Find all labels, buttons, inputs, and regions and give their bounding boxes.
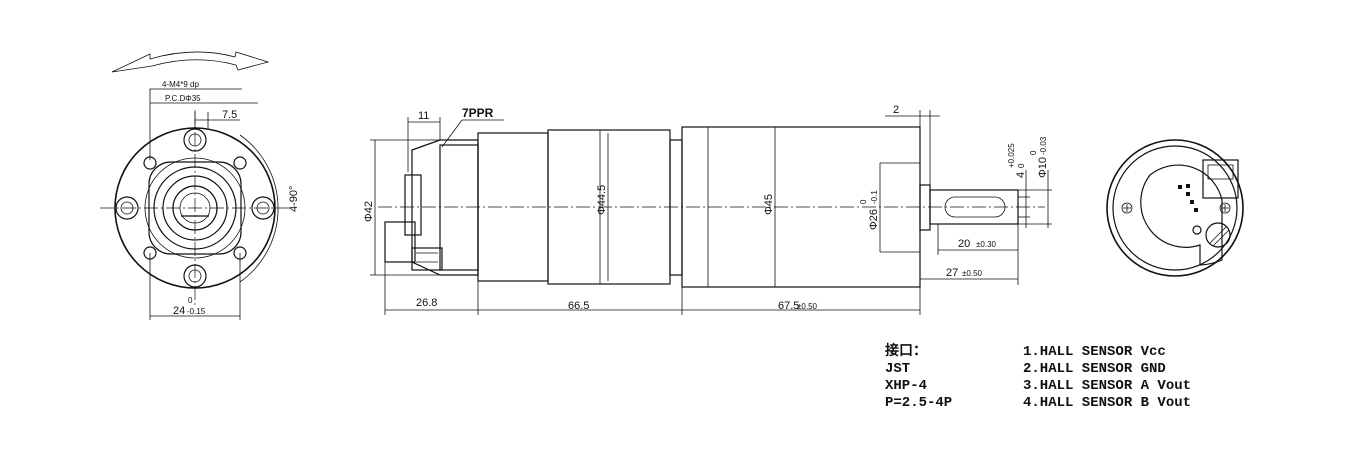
dim-67-5-tol: ±0.50	[797, 302, 818, 311]
dia-44-5: Φ44.5	[596, 185, 608, 215]
dim-26-8: 26.8	[416, 297, 437, 309]
width-tol-upper: 0	[188, 296, 193, 305]
legend-right-line: 4.HALL SENSOR B Vout	[1023, 395, 1192, 411]
angle-arc	[239, 134, 279, 283]
legend-left-line: P=2.5-4P	[885, 395, 953, 411]
rear-view	[1106, 139, 1244, 277]
adjust-screw-icon	[1205, 222, 1231, 248]
dim-27-tol: ±0.50	[962, 269, 983, 278]
front-view: 4-M4*9 dp P.C.DΦ35 7.5 4-90° 24 0 -0.15	[100, 51, 300, 320]
dim-7-5: 7.5	[222, 109, 237, 121]
encoder-cap	[411, 139, 479, 276]
shaft-dia-tol-lower: -0.03	[1039, 136, 1048, 155]
gearbox-collar	[669, 139, 683, 276]
shaft-key-tol-upper: +0.025	[1007, 143, 1016, 168]
legend-left-line: XHP-4	[885, 378, 928, 394]
rear-outer-circle	[1106, 139, 1244, 277]
dia-26-tol-lower: -0.1	[870, 190, 879, 204]
dim-20-tol: ±0.30	[976, 240, 997, 249]
rear-left-hole-icon	[1121, 202, 1133, 214]
dia-26: Φ26	[868, 209, 880, 230]
legend-right-line: 2.HALL SENSOR GND	[1023, 361, 1166, 377]
legend-left-line: 接口：	[885, 344, 927, 360]
dim-2: 2	[893, 104, 899, 116]
encoder-connector	[404, 174, 422, 236]
dia-45: Φ45	[763, 194, 775, 215]
pinout-legend-left: 接口： JST XHP-4 P=2.5-4P	[885, 344, 952, 412]
ppr-label: 7PPR	[462, 106, 494, 120]
pcd-label: P.C.DΦ35	[165, 94, 201, 103]
encoder-board	[1140, 164, 1223, 266]
dim-67-5: 67.5	[778, 300, 799, 312]
dia-26-tol-upper: 0	[859, 199, 868, 204]
shaft-key-tol-lower: 0	[1017, 163, 1026, 168]
shaft-dia-label: Φ10	[1037, 157, 1049, 178]
dim-20: 20	[958, 238, 970, 250]
legend-right-line: 1.HALL SENSOR Vcc	[1023, 344, 1166, 360]
front-boss	[919, 184, 931, 231]
angle-label: 4-90°	[288, 186, 300, 212]
holes-label: 4-M4*9 dp	[162, 80, 199, 89]
width-label: 24	[173, 305, 185, 317]
side-view: 7PPR 11 2 Φ42 Φ44.5 Φ45 Φ26 0 -0.1	[363, 104, 1052, 315]
dim-66-5: 66.5	[568, 300, 589, 312]
holes-leader	[149, 88, 242, 160]
shaft-dia-tol-upper: 0	[1029, 150, 1038, 155]
shaft-keyway	[944, 196, 1006, 218]
legend-right-line: 3.HALL SENSOR A Vout	[1023, 378, 1192, 394]
rotation-arrow-icon	[111, 51, 270, 73]
hall-sensor-dots	[1178, 184, 1198, 212]
rear-right-hole-icon	[1219, 202, 1231, 214]
shaft-key-label: 4	[1015, 172, 1027, 178]
jst-connector	[1202, 159, 1239, 199]
output-shaft	[929, 189, 1019, 225]
pinout-legend-right: 1.HALL SENSOR Vcc 2.HALL SENSOR GND 3.HA…	[1023, 344, 1191, 412]
legend-left-line: JST	[885, 361, 911, 377]
dia-42: Φ42	[363, 201, 375, 222]
width-tol-lower: -0.15	[187, 307, 206, 316]
dim-11: 11	[418, 110, 429, 122]
dim-27: 27	[946, 267, 958, 279]
